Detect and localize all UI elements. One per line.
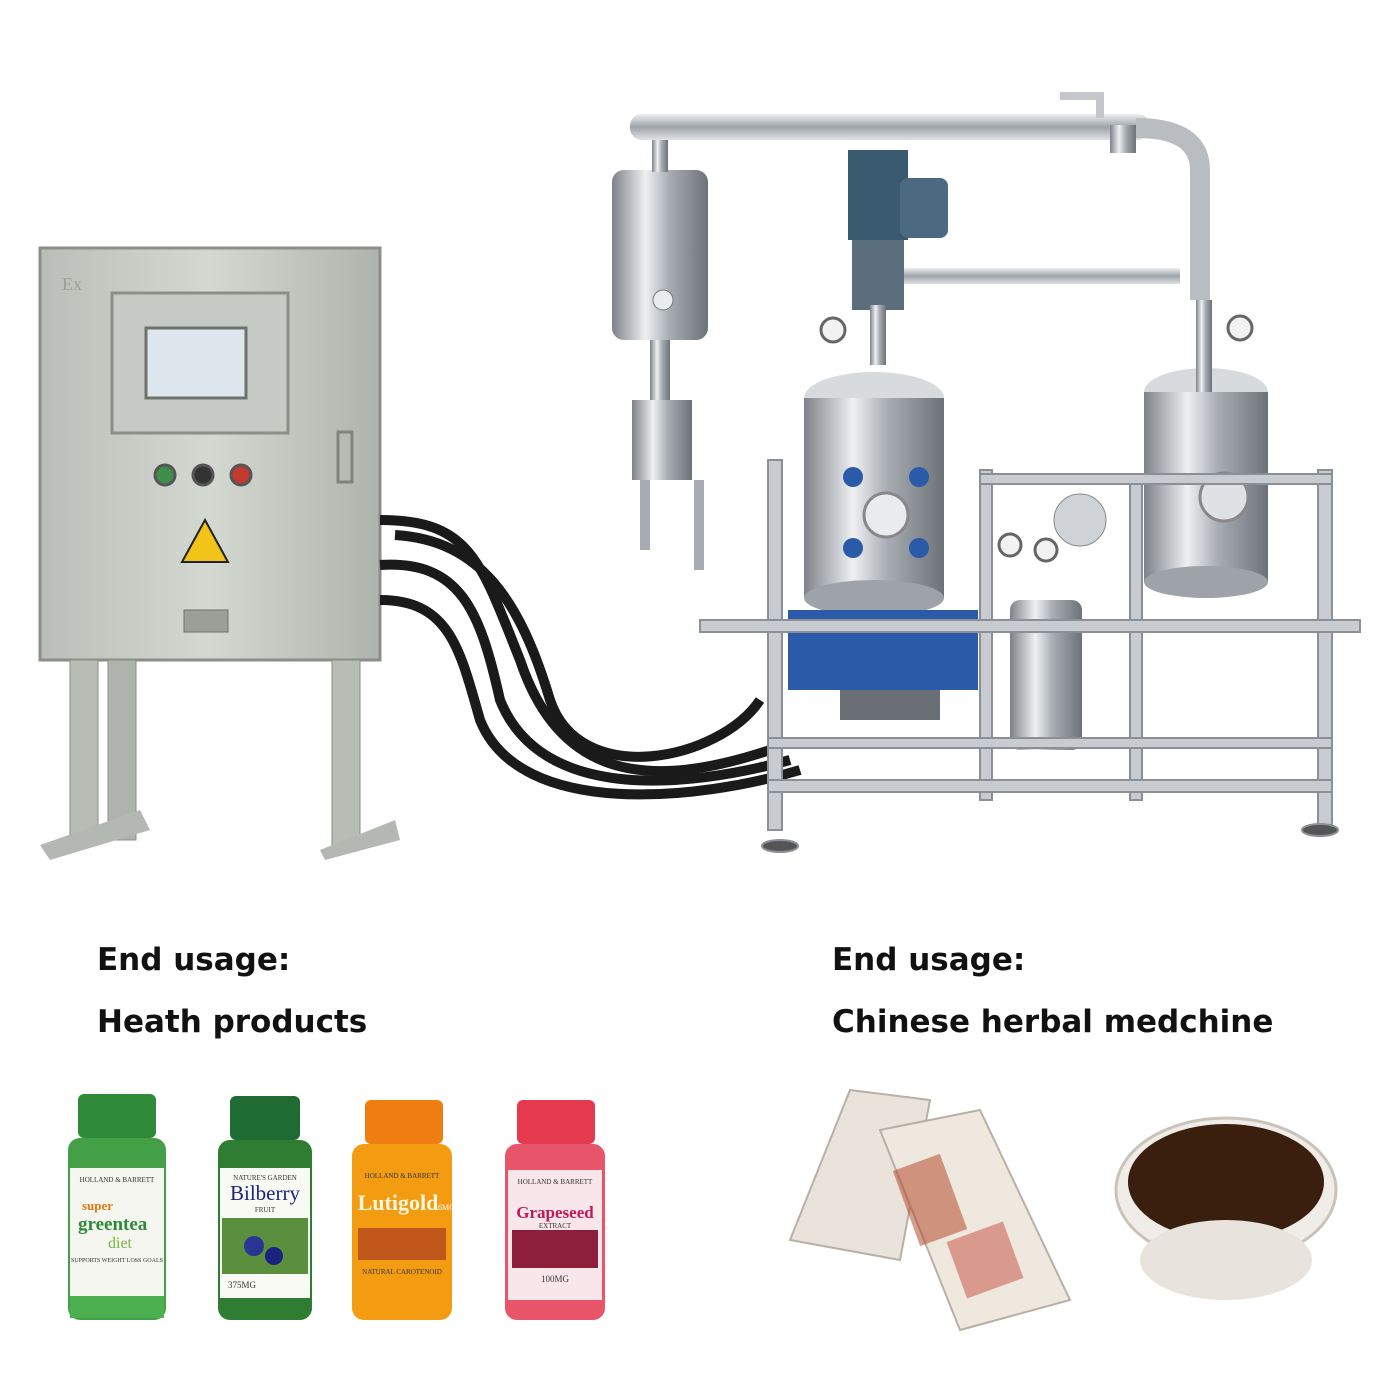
concentration-tank: [1144, 300, 1268, 598]
filter-vessel: [997, 493, 1107, 750]
extraction-tank: [804, 316, 944, 616]
herbal-decoction-bowl: [1114, 1116, 1338, 1300]
high-voltage-warning-icon: [180, 517, 230, 563]
left-end-usage-subheading: Heath products: [97, 1004, 368, 1040]
condenser-pipework: [630, 92, 1210, 300]
bottle-1-line1: super: [82, 1198, 113, 1213]
steel-frame: [699, 459, 1361, 853]
cable-hoses: [379, 515, 802, 800]
lutigold-bottle: HOLLAND & BARRETT Lutigold 6MG NATURAL C…: [352, 1100, 455, 1320]
bottle-3-line1: Lutigold: [358, 1190, 439, 1215]
bottle-3-line3: NATURAL CAROTENOID: [362, 1268, 442, 1276]
bottle-4-line3: 100MG: [541, 1274, 570, 1284]
condenser-vessel: [612, 140, 708, 570]
right-end-usage-heading: End usage:: [832, 942, 1026, 978]
black-button: [191, 463, 215, 487]
bottle-2-brand: NATURE'S GARDEN: [233, 1174, 297, 1182]
bottle-4-line2: EXTRACT: [539, 1222, 572, 1230]
bottle-4-line1: Grapeseed: [516, 1203, 594, 1222]
bottle-2-line1: Bilberry: [230, 1181, 300, 1205]
bottle-3-brand: HOLLAND & BARRETT: [365, 1172, 440, 1180]
bilberry-bottle: NATURE'S GARDEN Bilberry FRUIT 375MG: [218, 1096, 312, 1320]
green-button: [153, 463, 177, 487]
cabinet-ex-mark: Ex: [62, 274, 82, 294]
bottle-2-line3: 375MG: [228, 1280, 257, 1290]
green-tea-bottle: HOLLAND & BARRETT super greentea diet SU…: [68, 1094, 166, 1320]
bottle-1-line3: diet: [108, 1235, 133, 1252]
extraction-machine-photo: Ex: [38, 92, 1361, 860]
bottle-1-brand: HOLLAND & BARRETT: [80, 1176, 155, 1184]
bottle-3-line2: 6MG: [438, 1203, 455, 1212]
bottle-1-tagline: SUPPORTS WEIGHT LOSS GOALS: [71, 1258, 163, 1264]
left-end-usage-heading: End usage:: [97, 942, 291, 978]
red-button: [229, 463, 253, 487]
grapeseed-bottle: HOLLAND & BARRETT Grapeseed EXTRACT 100M…: [505, 1100, 605, 1320]
end-products-photos: HOLLAND & BARRETT super greentea diet SU…: [68, 1088, 1338, 1332]
mixer-motor: [848, 150, 948, 365]
bottle-1-line2: greentea: [78, 1214, 148, 1235]
bottle-2-line2: FRUIT: [255, 1206, 276, 1214]
control-cabinet: Ex: [38, 246, 400, 860]
bottle-4-brand: HOLLAND & BARRETT: [518, 1178, 593, 1186]
herbal-medicine-sachets: [788, 1088, 1072, 1332]
right-end-usage-subheading: Chinese herbal medchine: [832, 1004, 1274, 1040]
